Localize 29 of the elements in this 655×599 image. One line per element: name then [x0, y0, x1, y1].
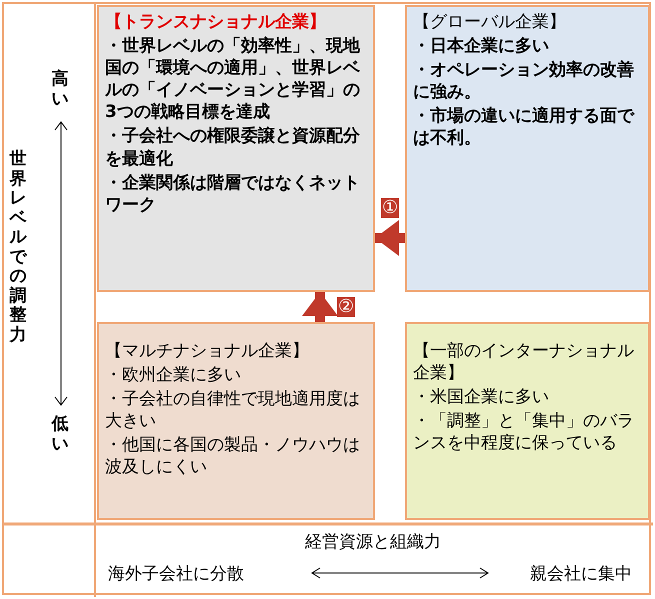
bullet-text: ・オペレーション効率の改善に強み。 [413, 59, 635, 104]
bullet-text: ・子会社の自律性で現地適用度は大きい [105, 388, 361, 432]
quadrant-box [97, 322, 375, 520]
bullet-text: ・日本企業に多い [413, 35, 550, 58]
axis-title: 世界レベルでの調整力 [8, 150, 28, 346]
quadrant-box [405, 5, 650, 292]
edge-label: ② [337, 297, 356, 317]
bullet-text: ・世界レベルの「効率性」、現地国の「環境への適用」、世界レベルの「イノベーションと学習」の3つの戦略目標を達成 [105, 35, 362, 124]
axis-end-label: 低い [50, 415, 70, 454]
quadrant-heading: 【グローバル企業】 [413, 11, 567, 34]
bullet-text: ・企業関係は階層ではなくネットワーク [105, 172, 361, 216]
axis-end-label: 親会社に集中 [530, 563, 632, 585]
block-arrow [302, 292, 338, 322]
quadrant-box [97, 5, 375, 292]
bullet-text: ・欧州企業に多い [105, 364, 242, 386]
bullet-text: ・他国に各国の製品・ノウハウは波及しにくい [105, 434, 361, 479]
quadrant-box [405, 322, 650, 520]
quadrant-heading: 【トランスナショナル企業】 [105, 11, 327, 34]
bullet-text: ・子会社への権限委譲と資源配分を最適化 [105, 125, 361, 170]
bullet-text: ・米国企業に多い [413, 386, 550, 408]
axis-title: 経営資源と組織力 [305, 531, 441, 553]
block-arrow [375, 220, 405, 256]
axis-end-label: 海外子会社に分散 [108, 563, 244, 585]
bullet-text: ・市場の違いに適用する面では不利。 [413, 105, 636, 150]
edge-label: ① [381, 198, 400, 218]
axis-end-label: 高い [50, 70, 70, 110]
quadrant-heading: 【マルチナショナル企業】 [105, 340, 310, 362]
quadrant-heading: 【一部のインターナショナル企業】 [413, 340, 635, 384]
bullet-text: ・「調整」と「集中」のバランスを中程度に保っている [413, 410, 635, 454]
